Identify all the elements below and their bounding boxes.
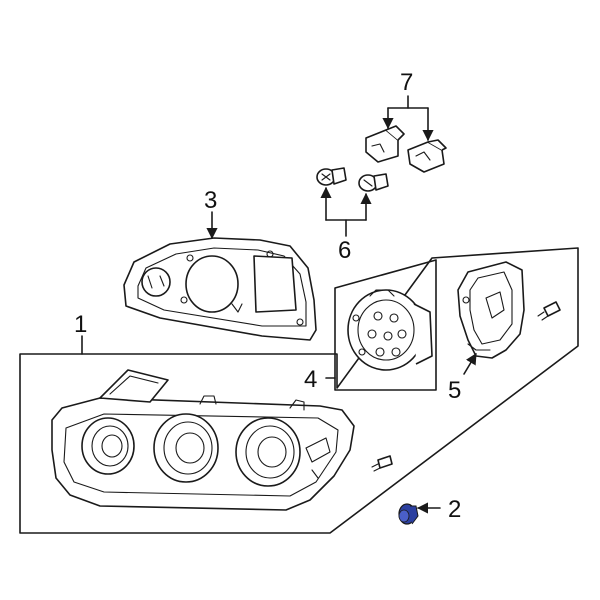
socket-left[interactable] <box>365 125 405 163</box>
callout-2: 2 <box>448 496 461 523</box>
lamp-gasket[interactable] <box>123 237 317 341</box>
socket-inset-box <box>334 259 437 391</box>
bulb-left[interactable] <box>316 167 347 186</box>
bulb-socket-plate[interactable] <box>347 289 433 371</box>
callout-3: 3 <box>204 187 217 214</box>
tail-lamp-assembly[interactable] <box>51 369 355 511</box>
lamp-housing-bracket[interactable] <box>457 261 525 359</box>
screw-lamp[interactable] <box>371 455 393 472</box>
callout-4: 4 <box>304 366 317 393</box>
leader-lines <box>81 95 477 514</box>
fastener-nut[interactable] <box>398 503 419 525</box>
screw-bracket[interactable] <box>537 301 561 321</box>
socket-right[interactable] <box>407 139 447 173</box>
callout-1: 1 <box>74 311 87 338</box>
callout-5: 5 <box>448 377 461 404</box>
callout-7: 7 <box>400 69 413 96</box>
bulb-right[interactable] <box>358 173 389 192</box>
callout-6: 6 <box>338 237 351 264</box>
assembly-outline <box>19 247 579 534</box>
